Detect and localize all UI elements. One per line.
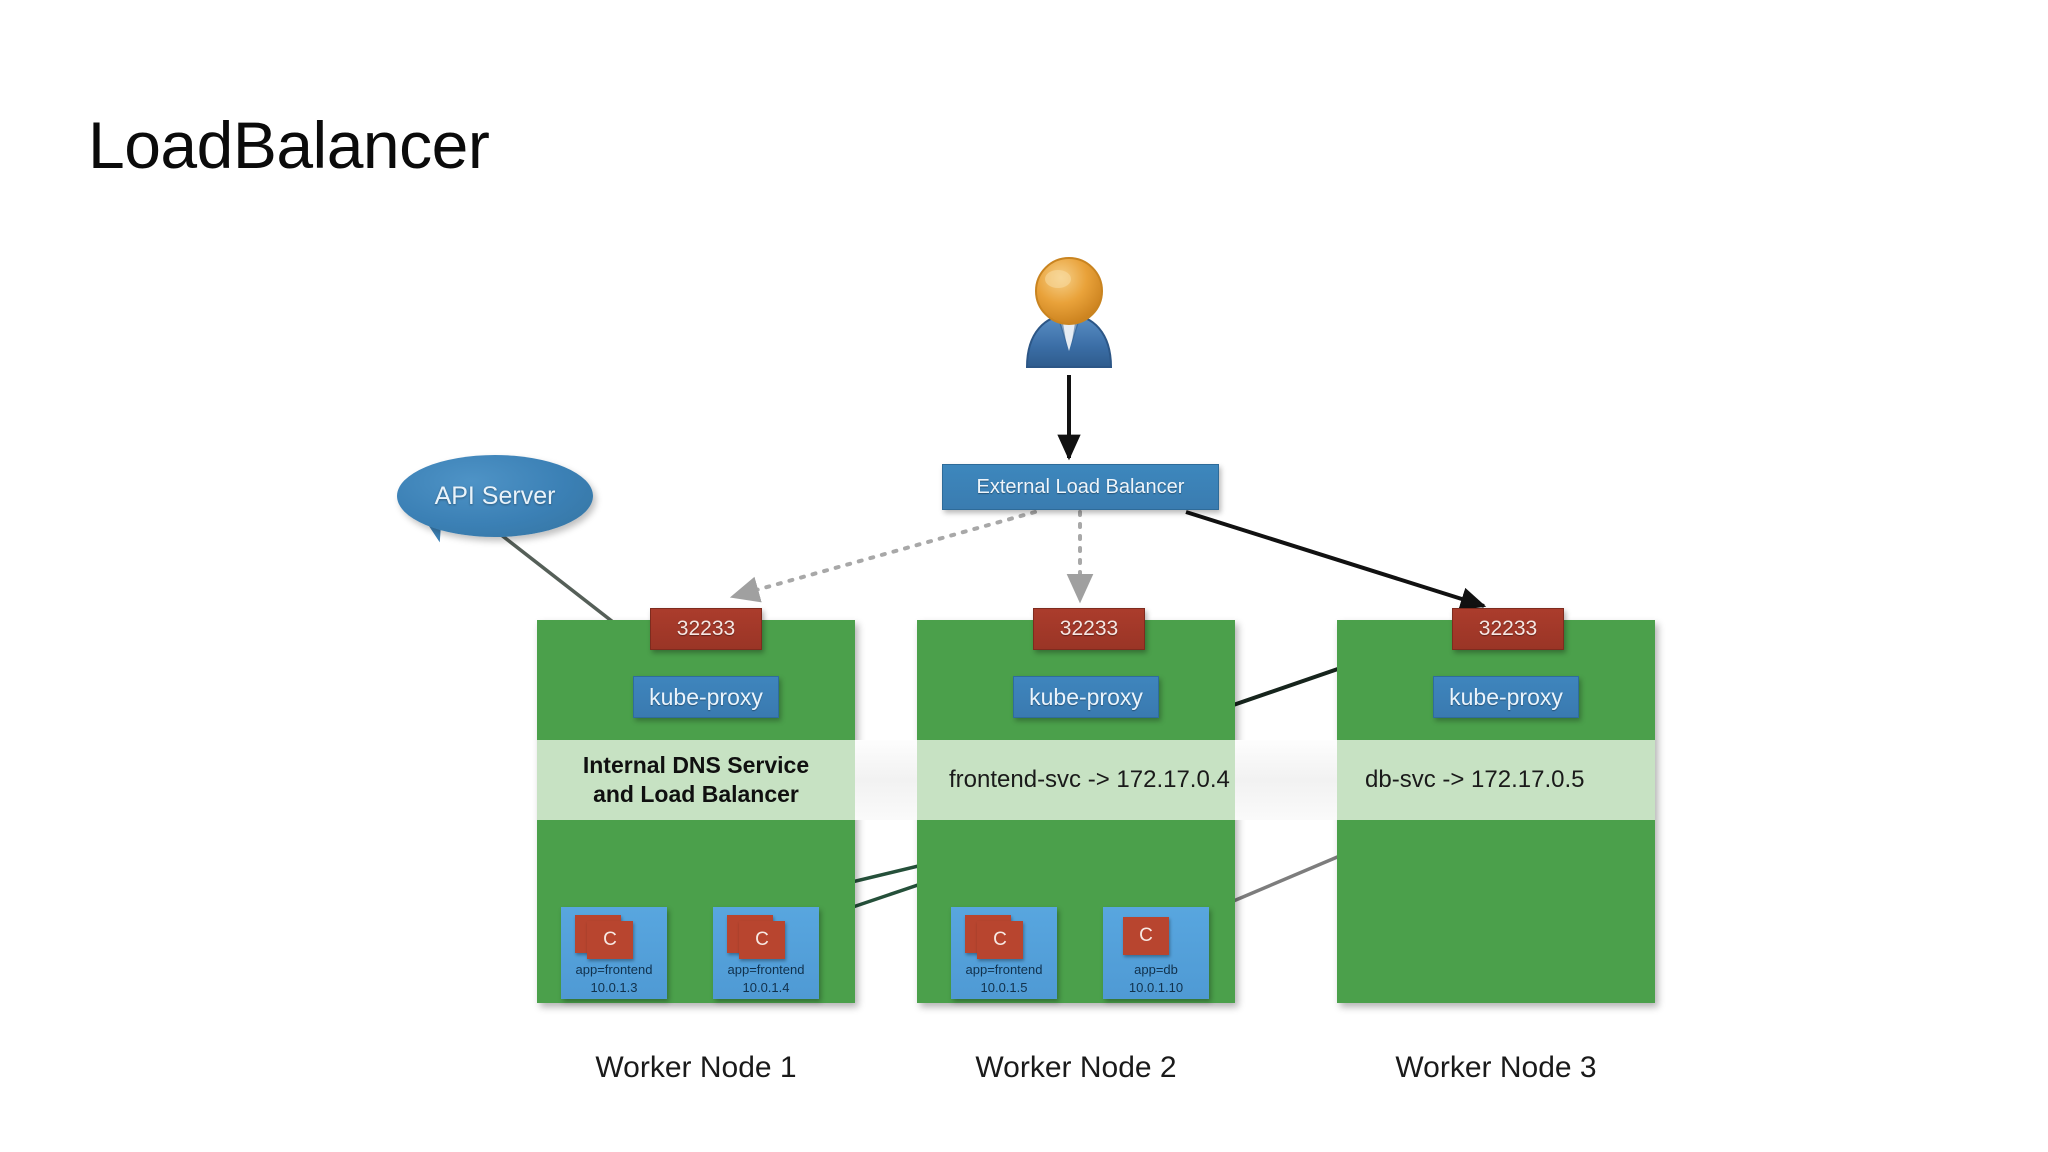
node-3-kube-proxy[interactable]: kube-proxy <box>1433 676 1579 718</box>
node-3-nodeport-badge[interactable]: 32233 <box>1452 608 1564 650</box>
kube-proxy-label: kube-proxy <box>1449 683 1563 710</box>
nodeport-value: 32233 <box>676 617 736 640</box>
container-icon: C <box>977 921 1023 959</box>
nodeport-value: 32233 <box>1478 617 1538 640</box>
pod-ip-label: 10.0.1.3 <box>590 980 638 995</box>
pod-frontend-10-0-1-3[interactable]: C app=frontend 10.0.1.3 <box>561 907 667 999</box>
external-load-balancer-box[interactable]: External Load Balancer <box>942 464 1219 510</box>
node-2-kube-proxy[interactable]: kube-proxy <box>1013 676 1159 718</box>
node-1-nodeport-badge[interactable]: 32233 <box>650 608 762 650</box>
api-server-label: API Server <box>434 481 556 510</box>
api-server-callout-body <box>397 455 593 537</box>
pod-frontend-10-0-1-4[interactable]: C app=frontend 10.0.1.4 <box>713 907 819 999</box>
pod-ip-label: 10.0.1.4 <box>742 980 790 995</box>
pod-app-label: app=db <box>1134 962 1178 977</box>
worker-node-3-label: Worker Node 3 <box>1395 1051 1597 1084</box>
nodeport-value: 32233 <box>1059 617 1119 640</box>
pod-db-10-0-1-10[interactable]: C app=db 10.0.1.10 <box>1103 907 1209 999</box>
pod-app-label: app=frontend <box>727 962 805 977</box>
node-3-service-band: db-svc -> 172.17.0.5 <box>1337 740 1655 820</box>
node-1-kube-proxy[interactable]: kube-proxy <box>633 676 779 718</box>
container-letter: C <box>603 929 617 950</box>
container-icon: C <box>1123 917 1169 955</box>
pod-ip-label: 10.0.1.5 <box>980 980 1028 995</box>
internal-dns-service-label: Internal DNS Service and Load Balancer <box>582 751 810 807</box>
worker-node-1-label: Worker Node 1 <box>595 1051 797 1084</box>
node-1-service-band: Internal DNS Service and Load Balancer <box>537 740 855 820</box>
worker-node-2-label: Worker Node 2 <box>975 1051 1177 1084</box>
connector-lb-to-node1-port <box>729 510 1037 603</box>
container-letter: C <box>755 929 769 950</box>
container-icon: C <box>587 921 633 959</box>
container-stack: C <box>727 915 789 959</box>
db-svc-label: db-svc -> 172.17.0.5 <box>1365 766 1585 793</box>
user-actor-icon <box>1021 255 1117 373</box>
band-gutter-1 <box>855 740 917 820</box>
connector-lb-to-node3-port <box>1185 510 1487 611</box>
pod-app-label: app=frontend <box>575 962 653 977</box>
node-2-nodeport-badge[interactable]: 32233 <box>1033 608 1145 650</box>
container-stack: C <box>575 915 637 959</box>
kube-proxy-label: kube-proxy <box>1029 683 1143 710</box>
pod-frontend-10-0-1-5[interactable]: C app=frontend 10.0.1.5 <box>951 907 1057 999</box>
container-letter: C <box>1139 925 1153 946</box>
pod-app-label: app=frontend <box>965 962 1043 977</box>
kube-proxy-label: kube-proxy <box>649 683 763 710</box>
container-icon: C <box>739 921 785 959</box>
frontend-svc-label: frontend-svc -> 172.17.0.4 <box>949 766 1230 793</box>
band-gutter-2 <box>1235 740 1337 820</box>
container-letter: C <box>993 929 1007 950</box>
api-server-callout[interactable]: API Server <box>397 455 593 543</box>
container-stack: C <box>965 915 1027 959</box>
page-title: LoadBalancer <box>88 108 490 182</box>
pod-ip-label: 10.0.1.10 <box>1128 980 1184 995</box>
container-stack: C <box>1117 915 1179 959</box>
external-load-balancer-label: External Load Balancer <box>976 475 1185 498</box>
node-2-service-band: frontend-svc -> 172.17.0.4 <box>917 740 1235 820</box>
